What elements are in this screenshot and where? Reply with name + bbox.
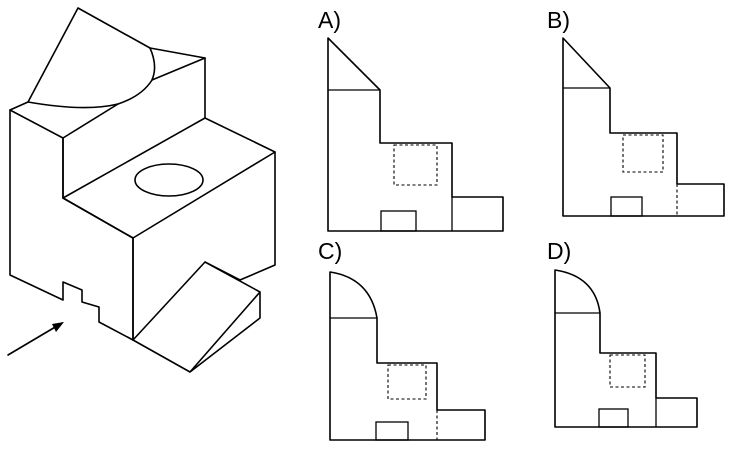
option-a-outline xyxy=(327,37,504,232)
option-c-label: C) xyxy=(318,238,342,264)
iso-quarter-round-face xyxy=(27,7,156,109)
iso-wedge xyxy=(132,261,261,373)
option-b-label: B) xyxy=(547,7,570,33)
iso-hole xyxy=(134,163,204,197)
option-a-label: A) xyxy=(318,7,341,33)
iso-middle-top-face xyxy=(62,117,276,239)
option-a[interactable]: A) xyxy=(318,7,504,232)
isometric-solid xyxy=(7,7,276,373)
option-c-notch xyxy=(375,421,409,441)
option-c-hidden-slot xyxy=(387,364,427,400)
iso-back-block-front xyxy=(62,57,206,199)
option-a-hidden-slot xyxy=(393,144,438,186)
option-b-outline xyxy=(562,37,725,217)
option-b-hidden-slot xyxy=(622,134,664,173)
option-b-notch xyxy=(610,196,643,217)
option-a-notch xyxy=(380,210,417,232)
option-b[interactable]: B) xyxy=(547,7,725,217)
option-d-notch xyxy=(598,408,629,428)
option-d-outline xyxy=(554,269,698,428)
view-direction-arrow xyxy=(7,322,63,356)
option-c[interactable]: C) xyxy=(318,238,486,441)
iso-back-block-top xyxy=(9,47,206,139)
option-d[interactable]: D) xyxy=(547,238,698,428)
option-d-label: D) xyxy=(547,238,571,264)
iso-right-face xyxy=(132,151,276,341)
iso-left-face xyxy=(9,109,134,341)
option-c-outline xyxy=(329,271,486,441)
view-direction-arrowhead xyxy=(52,322,64,332)
option-d-hidden-slot xyxy=(609,354,646,388)
